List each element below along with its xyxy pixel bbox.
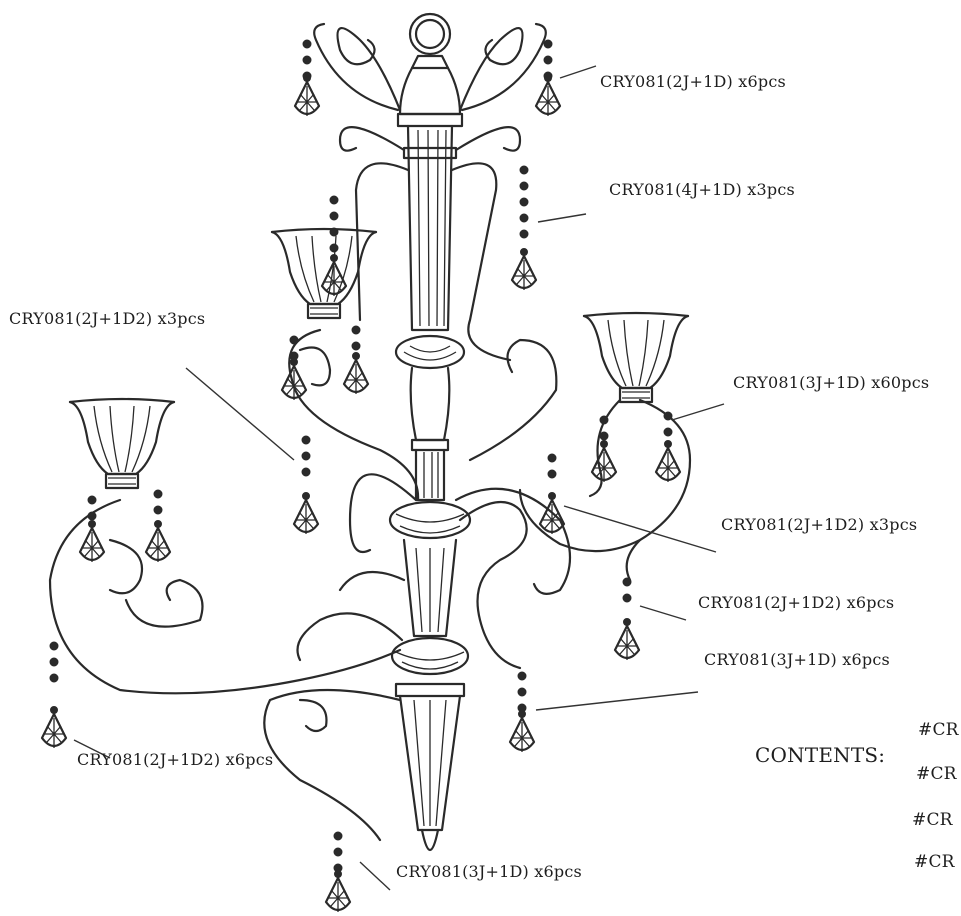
contents-item: #CR (912, 810, 953, 830)
lower-left-arm (48, 397, 402, 842)
callout-upper-left-arm: CRY081(2J+1D2) x3pcs (9, 309, 206, 328)
top-scroll-arms (313, 22, 547, 362)
callout-right-cup: CRY081(3J+1D) x60pcs (733, 373, 930, 392)
callout-upper-right-chain: CRY081(4J+1D) x3pcs (609, 180, 795, 199)
contents-item: #CR (918, 720, 959, 740)
contents-item: #CR (914, 852, 955, 872)
callout-bottom: CRY081(3J+1D) x6pcs (396, 862, 582, 881)
upper-left-arm (270, 227, 420, 553)
central-column (388, 12, 472, 852)
callout-right-lower: CRY081(2J+1D2) x6pcs (698, 593, 895, 612)
callout-right-middle: CRY081(2J+1D2) x3pcs (721, 515, 918, 534)
right-arm (468, 311, 692, 582)
leader-lines (73, 65, 725, 891)
contents-title: CONTENTS: (755, 743, 886, 767)
callout-right-bottom: CRY081(3J+1D) x6pcs (704, 650, 890, 669)
contents-item: #CR (916, 764, 957, 784)
callout-left-lower: CRY081(2J+1D2) x6pcs (77, 750, 274, 769)
callout-top-right: CRY081(2J+1D) x6pcs (600, 72, 786, 91)
middle-scrolls (296, 487, 571, 670)
